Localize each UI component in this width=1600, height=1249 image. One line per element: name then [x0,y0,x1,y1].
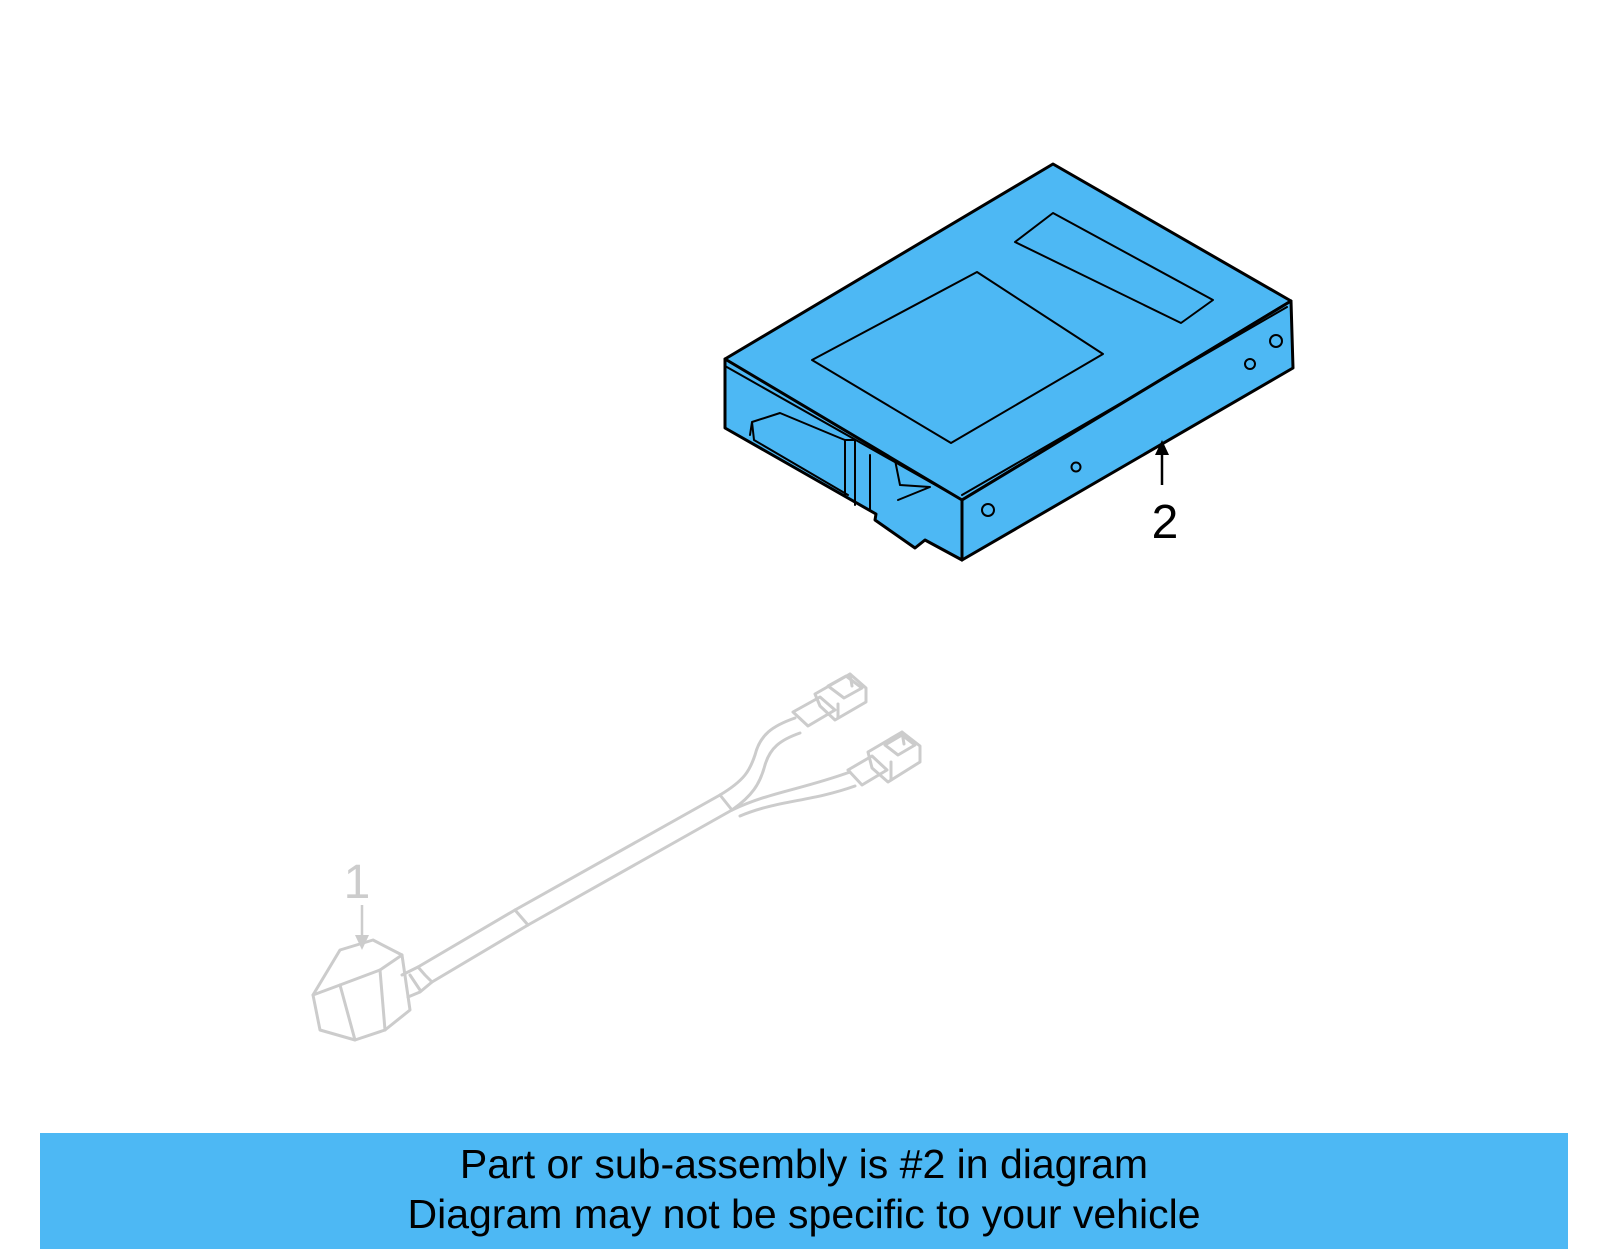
callout-2-label: 2 [1152,496,1179,549]
callout-1: 1 [344,856,371,950]
caption-line-2: Diagram may not be specific to your vehi… [407,1191,1201,1237]
caption-banner: Part or sub-assembly is #2 in diagram Di… [40,1133,1568,1249]
camera-harness-part-1 [311,672,922,1042]
caption-line-1: Part or sub-assembly is #2 in diagram [459,1141,1149,1187]
control-module-part-2[interactable] [723,162,1295,562]
callout-2: 2 [1152,440,1179,549]
callout-1-label: 1 [344,856,371,909]
